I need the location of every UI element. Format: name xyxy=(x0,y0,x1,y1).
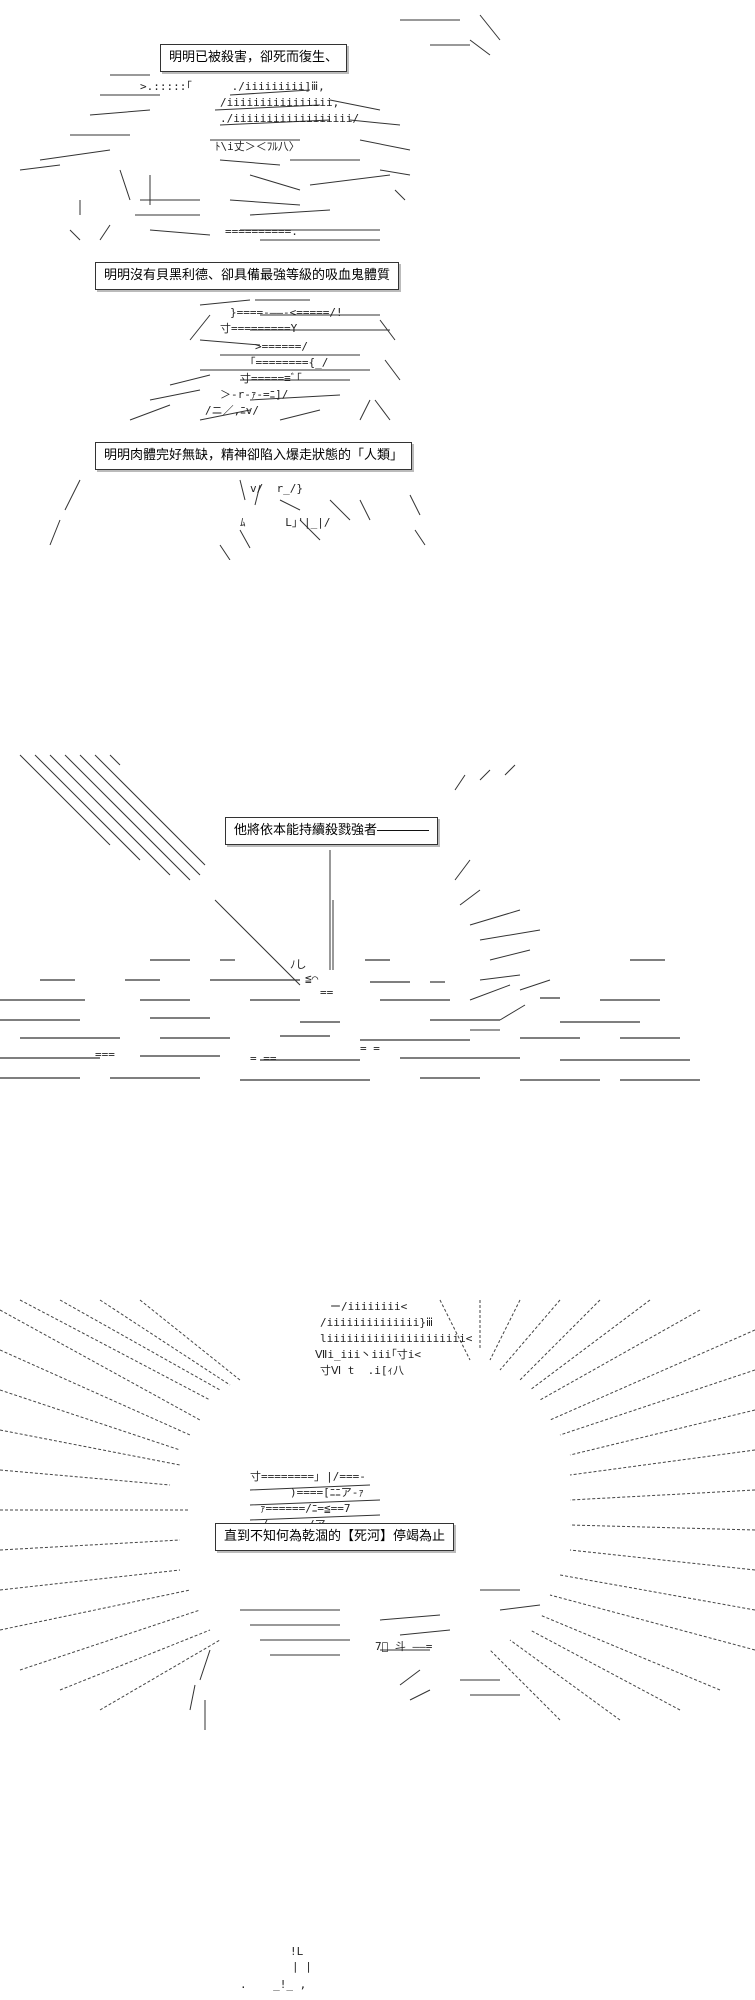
caption-box: 直到不知何為乾涸的【死河】停竭為止 xyxy=(215,1523,455,1551)
caption-text: 他將依本能持續殺戮強者―――― xyxy=(234,823,430,838)
aa-fragment: = = xyxy=(360,1042,380,1055)
aa-fragment: Ⅶi_iii丶iii｢寸i< xyxy=(315,1348,422,1361)
panel-1-ascii-art xyxy=(19,14,501,560)
aa-fragment: ﾄ\i丈＞＜ﾌﾙ八〉 xyxy=(215,140,300,153)
aa-fragment: !L xyxy=(290,1945,304,1958)
caption-box: 明明肉體完好無缺，精神卻陷入爆走狀態的「人類」 xyxy=(95,442,413,470)
aa-fragment: == xyxy=(320,986,334,999)
aa-fragment: /ニ／,ﾆv/ xyxy=(205,404,259,417)
aa-fragment: }====-――-<=====/! xyxy=(230,306,343,319)
aa-fragment: ー/iiiiiiii< xyxy=(330,1300,408,1313)
aa-fragment: 寸=========Y xyxy=(220,322,298,335)
aa-fragment: 7ﾞ 斗 ――= xyxy=(375,1640,433,1653)
aa-fragment: /iiiiiiiiiiiiiiii, xyxy=(220,96,340,109)
panel-2-ascii-art xyxy=(0,754,700,1081)
aa-fragment: 寸Ⅵ t .i[ｨ八 xyxy=(320,1364,405,1377)
aa-fragment: ＞-r-ｧ-=ﾆ]/ xyxy=(220,388,289,401)
caption-box: 明明沒有貝黑利德、卻具備最強等級的吸血鬼體質 xyxy=(95,262,400,290)
aa-fragment: | | xyxy=(292,1960,312,1973)
aa-fragment: ｢========{_/ xyxy=(250,356,329,369)
caption-box: 明明已被殺害，卻死而復生、 xyxy=(160,44,348,72)
aa-fragment: )====[ﾆﾆア-ｧ xyxy=(290,1486,364,1499)
aa-fragment: 寸========｣ |/===- xyxy=(250,1470,366,1483)
panel-3-ascii-art xyxy=(0,1299,755,1730)
aa-fragment: === xyxy=(95,1048,115,1061)
caption-text: 明明已被殺害，卻死而復生、 xyxy=(169,50,339,65)
aa-fragment: v/ r_/} xyxy=(250,482,303,495)
aa-fragment: ./iiiiiiiiiiiiiiiiii/ xyxy=(220,112,360,125)
aa-fragment: liiiiiiiiiiiiiiiiiiiii< xyxy=(320,1332,473,1345)
aa-fragment: ﾉし xyxy=(290,958,307,971)
aa-fragment: . _!_ , xyxy=(240,1978,307,1991)
aa-fragment: ﾑ L｣'|_|/ xyxy=(240,516,331,529)
aa-fragment: ｧ======/ﾆ=≦==7 xyxy=(260,1502,351,1515)
aa-fragment: ≦⌒ xyxy=(305,972,319,985)
aa-fragment: /iiiiiiiiiiiiii}ⅲ xyxy=(320,1316,433,1329)
caption-box: 他將依本能持續殺戮強者―――― xyxy=(225,817,439,845)
caption-text: 明明肉體完好無缺，精神卻陷入爆走狀態的「人類」 xyxy=(104,448,404,463)
aa-fragment: = == xyxy=(250,1052,277,1065)
aa-fragment: 寸=====≡ﾞ｢ xyxy=(240,372,302,385)
aa-fragment: >======/ xyxy=(255,340,308,353)
aa-fragment: ==========. xyxy=(225,225,298,238)
caption-text: 明明沒有貝黑利德、卻具備最強等級的吸血鬼體質 xyxy=(104,268,391,283)
caption-text: 直到不知何為乾涸的【死河】停竭為止 xyxy=(224,1529,446,1544)
aa-fragment: >.:::::｢ ./iiiiiiiii]ⅲ, xyxy=(140,80,325,93)
